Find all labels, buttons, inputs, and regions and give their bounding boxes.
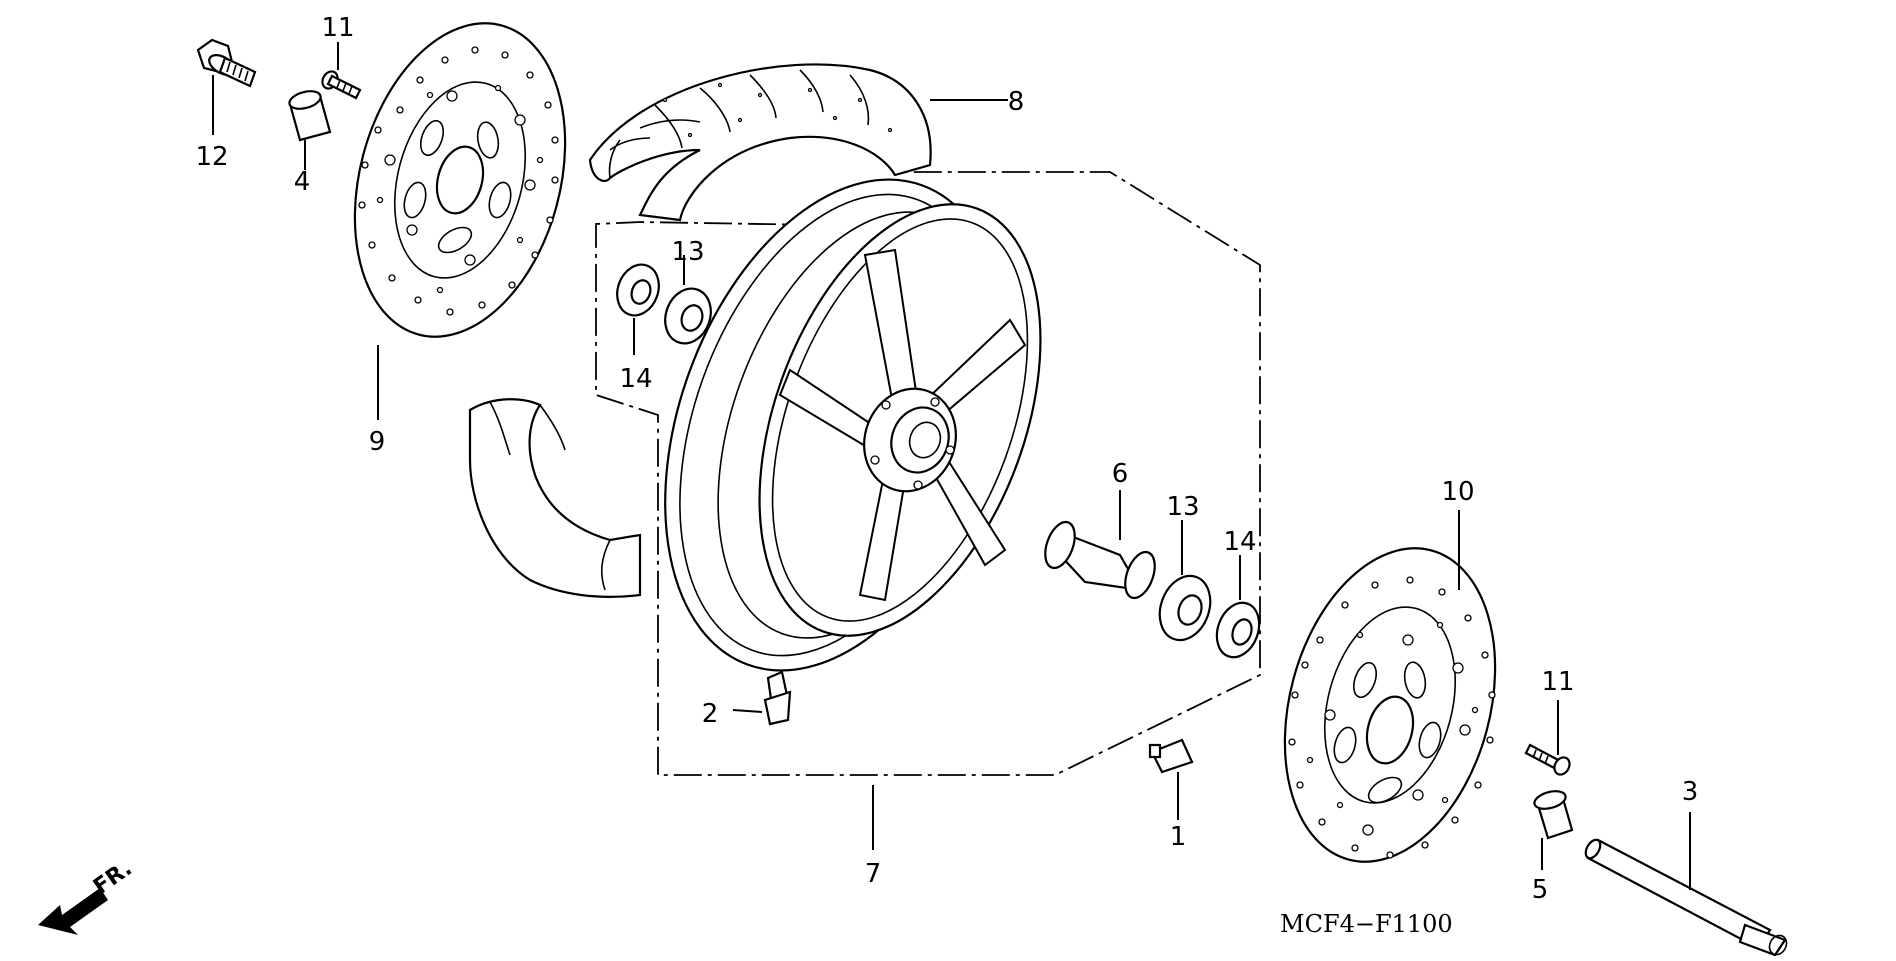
distance-collar-part-6 [1044, 520, 1156, 600]
wheel-part-7 [664, 178, 1042, 672]
tire-lower-half [468, 398, 642, 598]
callout-8: 8 [1008, 87, 1025, 117]
callout-11-top: 11 [321, 13, 354, 43]
seal-part-14-left [616, 263, 660, 317]
front-direction-arrow-icon: FR. [38, 856, 137, 935]
callout-7: 7 [865, 859, 882, 889]
collar-part-4 [288, 90, 332, 142]
valve-part-2 [763, 670, 792, 726]
callout-14-left: 14 [619, 364, 652, 394]
bearing-part-13-right [1158, 574, 1212, 642]
brake-disc-part-10 [1283, 547, 1497, 863]
tire-part-8 [588, 63, 932, 222]
callout-11-right: 11 [1541, 667, 1574, 697]
screw-part-11-top [321, 70, 362, 100]
callout-9: 9 [369, 427, 386, 457]
callout-13-right: 13 [1166, 492, 1199, 522]
callout-6: 6 [1112, 459, 1129, 489]
callout-1: 1 [1170, 822, 1187, 852]
screw-part-11-right [1524, 743, 1571, 776]
callout-14-right: 14 [1223, 527, 1256, 557]
collar-part-5 [1533, 790, 1574, 840]
callout-3: 3 [1682, 777, 1699, 807]
callout-13-left: 13 [671, 237, 704, 267]
drawing-code: MCF4−F1100 [1280, 910, 1453, 938]
callout-5: 5 [1532, 875, 1549, 905]
flange-bolt-part-12 [196, 38, 257, 88]
callout-4: 4 [294, 167, 311, 197]
seal-part-14-right [1215, 601, 1261, 659]
balance-weight-part-1 [1148, 738, 1194, 774]
brake-disc-part-9 [353, 22, 567, 338]
assembly-boundary [595, 171, 1261, 776]
callout-2: 2 [702, 699, 719, 729]
bearing-part-13-left [664, 287, 712, 345]
callout-10: 10 [1441, 477, 1474, 507]
callout-12: 12 [195, 142, 228, 172]
axle-part-3 [1584, 838, 1788, 957]
